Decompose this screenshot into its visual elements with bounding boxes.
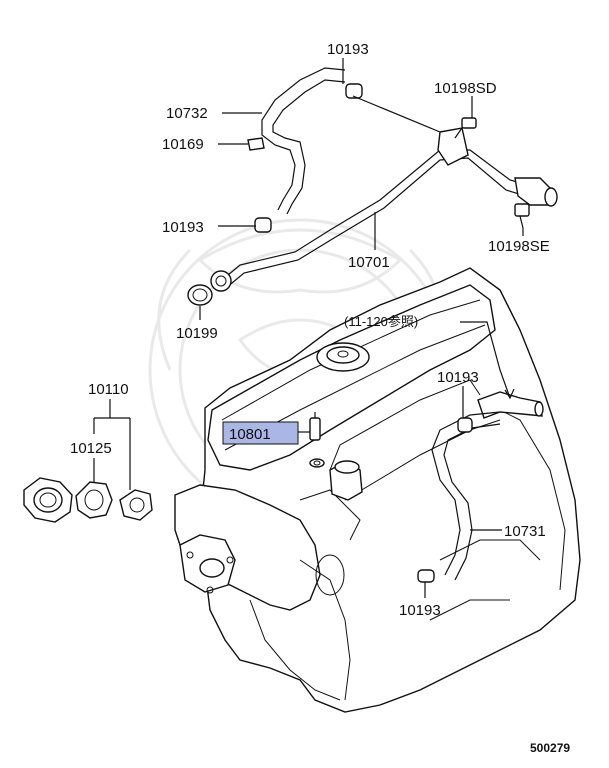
gasket-10199 (187, 284, 213, 306)
clamp-10193-top (345, 83, 363, 99)
label-10199[interactable]: 10199 (176, 325, 218, 342)
clamp-10193-left (254, 217, 272, 233)
thermostat-cover (23, 477, 73, 523)
label-10801[interactable]: 10801 (229, 426, 271, 443)
label-10125[interactable]: 10125 (70, 440, 112, 457)
label-10110[interactable]: 10110 (88, 381, 129, 398)
leader-lines (93, 58, 524, 598)
label-10701[interactable]: 10701 (348, 254, 390, 271)
label-10193-right[interactable]: 10193 (437, 369, 479, 386)
sensor-10801 (309, 412, 325, 468)
label-10731[interactable]: 10731 (504, 523, 546, 540)
engine-block (174, 267, 581, 713)
thermostat-gasket-10125 (75, 481, 113, 519)
label-10198SE[interactable]: 10198SE (488, 238, 550, 255)
reference-note: (11-120参照) (344, 314, 418, 329)
label-10169[interactable]: 10169 (162, 136, 204, 153)
label-10193-top[interactable]: 10193 (327, 41, 369, 58)
bolt-10198SD (454, 117, 477, 139)
highlight-box-10801 (222, 421, 299, 445)
thermostat-unit (119, 489, 153, 521)
figure-number: 500279 (530, 741, 570, 755)
label-10193-bottom[interactable]: 10193 (399, 602, 441, 619)
clamp-10193-right (457, 417, 473, 433)
label-10732[interactable]: 10732 (166, 105, 208, 122)
water-pipe-10701 (210, 127, 558, 292)
clamp-10193-bottom (417, 569, 435, 583)
bolt-10198SE (514, 203, 530, 229)
label-10193-left[interactable]: 10193 (162, 219, 204, 236)
label-10198SD[interactable]: 10198SD (434, 80, 497, 97)
hose-10732 (247, 67, 346, 215)
